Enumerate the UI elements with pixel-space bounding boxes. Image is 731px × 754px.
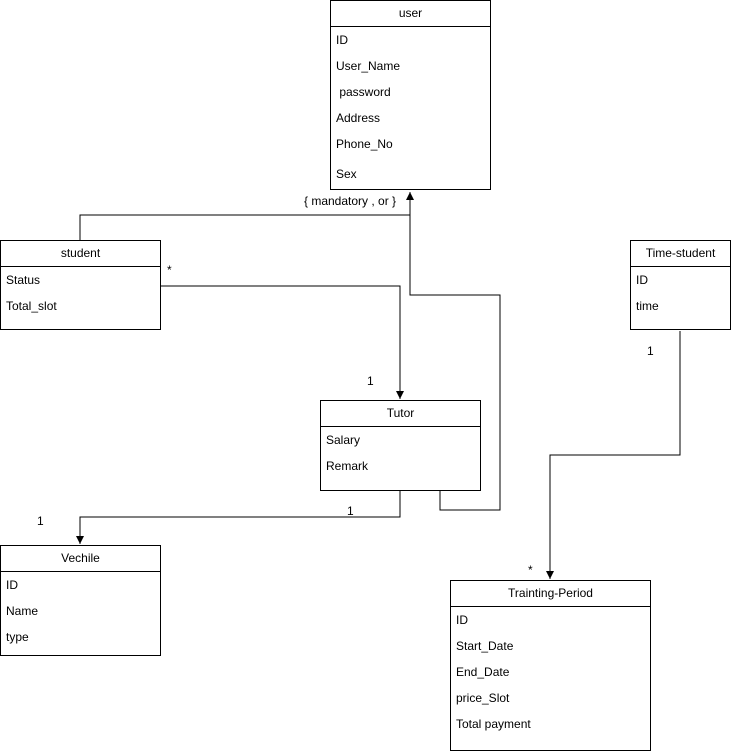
user-attr-sex: Sex (336, 167, 357, 181)
vechile-attr-name: Name (6, 604, 39, 618)
student-tutor-connector (161, 285, 404, 399)
tutor-attr-remark: Remark (326, 459, 369, 473)
entity-time-student-title: Time-student (631, 241, 730, 267)
entity-tutor-title: Tutor (321, 401, 480, 427)
entity-training-period[interactable]: Trainting-Period ID Start_Date End_Date … (450, 580, 651, 751)
entity-training-period-title: Trainting-Period (451, 581, 650, 607)
student-attr-total-slot: Total_slot (6, 299, 57, 313)
training-attr-price-slot: price_Slot (456, 691, 510, 705)
tutor-user-connector (406, 192, 501, 511)
entity-time-student[interactable]: Time-student ID time (630, 240, 731, 330)
constraint-label: { mandatory , or } (304, 194, 397, 208)
user-attr-phone: Phone_No (336, 137, 393, 151)
entity-student[interactable]: student Status Total_slot (0, 240, 161, 330)
student-tutor-many-label: * (167, 263, 172, 277)
vechile-attr-id: ID (6, 578, 18, 592)
training-attr-start-date: Start_Date (456, 639, 514, 653)
timestudent-one-label: 1 (647, 344, 654, 358)
training-attr-end-date: End_Date (456, 665, 510, 679)
time-student-attr-id: ID (636, 273, 648, 287)
student-attr-status: Status (6, 273, 41, 287)
user-attr-password: password (336, 85, 391, 99)
training-attr-id: ID (456, 613, 468, 627)
training-attr-total-payment: Total payment (456, 717, 531, 731)
entity-vechile[interactable]: Vechile ID Name type (0, 545, 161, 656)
training-many-label: * (528, 563, 533, 577)
tutor-attr-salary: Salary (326, 433, 361, 447)
timestudent-training-connector (546, 331, 681, 579)
tutor-vechile-connector (76, 491, 401, 544)
student-user-connector (79, 214, 410, 241)
tutor-vechile-one-label-right: 1 (347, 504, 354, 518)
entity-user[interactable]: user ID User_Name password Address Phone… (330, 0, 491, 190)
user-attr-id: ID (336, 33, 348, 47)
vechile-attr-type: type (6, 630, 29, 644)
student-tutor-one-label: 1 (367, 374, 374, 388)
entity-user-title: user (331, 1, 490, 27)
entity-tutor[interactable]: Tutor Salary Remark (320, 400, 481, 491)
entity-student-title: student (1, 241, 160, 267)
entity-vechile-title: Vechile (1, 546, 160, 572)
user-attr-username: User_Name (336, 59, 401, 73)
tutor-vechile-one-label-left: 1 (37, 514, 44, 528)
time-student-attr-time: time (636, 299, 659, 313)
user-attr-address: Address (336, 111, 381, 125)
